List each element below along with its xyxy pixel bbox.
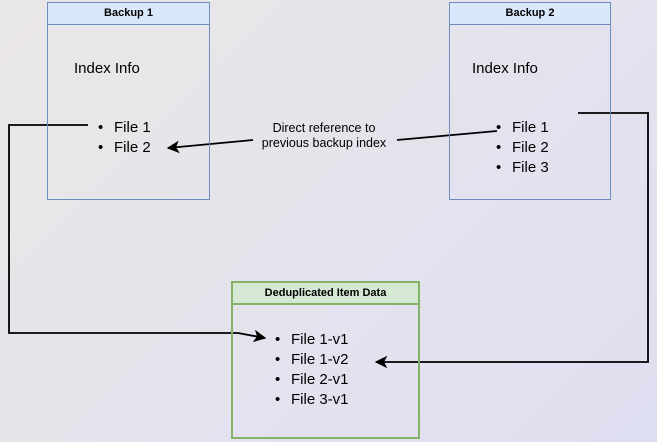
node-backup-2-header: Backup 2 — [450, 3, 610, 25]
backup-2-file-list: File 1 File 2 File 3 — [496, 118, 549, 178]
list-item: File 2 — [496, 138, 549, 158]
node-deduplicated-item-data[interactable]: Deduplicated Item Data File 1-v1 File 1-… — [231, 281, 420, 439]
list-item: File 2 — [98, 138, 151, 158]
list-item: File 2-v1 — [275, 370, 349, 390]
backup-1-index-info-label: Index Info — [74, 60, 140, 77]
list-item: File 1-v2 — [275, 350, 349, 370]
backup-1-file-list: File 1 File 2 — [98, 118, 151, 158]
node-backup-1[interactable]: Backup 1 Index Info File 1 File 2 — [47, 2, 210, 200]
node-dedup-body: File 1-v1 File 1-v2 File 2-v1 File 3-v1 — [233, 305, 418, 437]
list-item: File 1 — [496, 118, 549, 138]
edge-label-line-2: previous backup index — [261, 136, 387, 150]
dedup-file-list: File 1-v1 File 1-v2 File 2-v1 File 3-v1 — [275, 330, 349, 410]
edge-label-line-1: Direct reference to — [272, 121, 376, 135]
list-item: File 3 — [496, 158, 549, 178]
node-backup-1-body: Index Info File 1 File 2 — [48, 25, 209, 199]
node-backup-2-body: Index Info File 1 File 2 File 3 — [450, 25, 610, 199]
list-item: File 1 — [98, 118, 151, 138]
list-item: File 1-v1 — [275, 330, 349, 350]
node-backup-2[interactable]: Backup 2 Index Info File 1 File 2 File 3 — [449, 2, 611, 200]
list-item: File 3-v1 — [275, 390, 349, 410]
node-backup-1-header: Backup 1 — [48, 3, 209, 25]
node-dedup-header: Deduplicated Item Data — [233, 283, 418, 305]
backup-2-index-info-label: Index Info — [472, 60, 538, 77]
edge-label-direct-reference: Direct reference to previous backup inde… — [250, 121, 398, 151]
